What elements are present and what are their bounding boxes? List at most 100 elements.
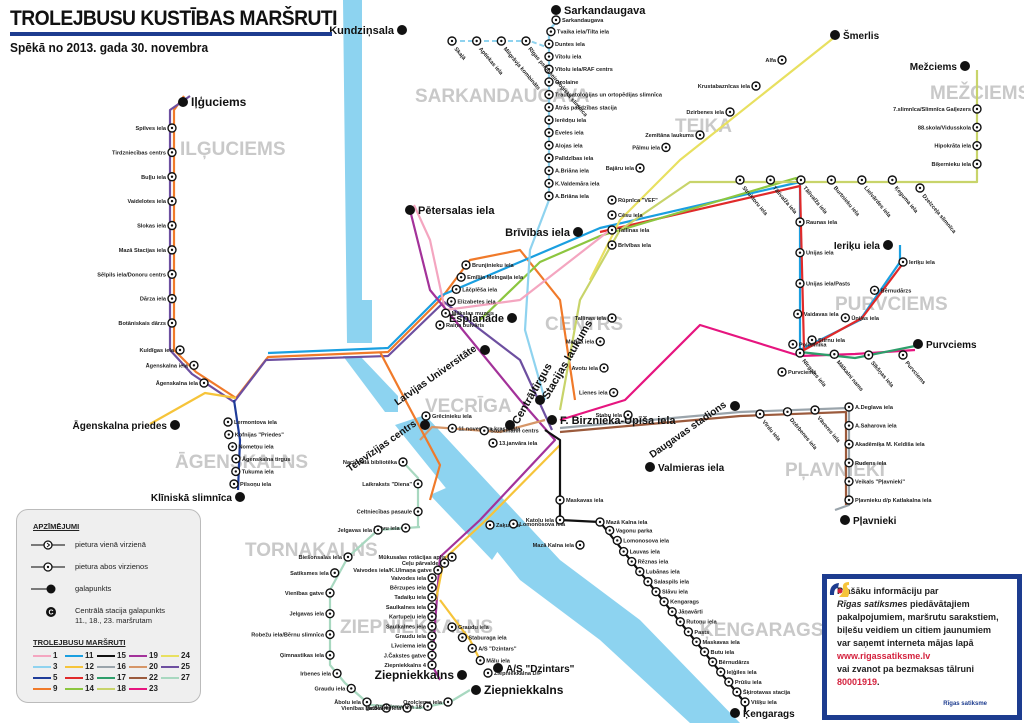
stop-label: Slāvu iela	[662, 590, 689, 596]
stop-dot-icon	[754, 84, 758, 88]
stop-label: Tadaiķu iela	[394, 595, 426, 601]
stop-biblioteka: Nacionālā bibliotēka	[343, 457, 408, 467]
stop-label: Sarkandaugava	[562, 18, 604, 24]
stop-label: Jelgavas iela	[337, 528, 372, 534]
stop-kengarags: Pasts	[683, 627, 709, 637]
stop-ilguciems: Sēlpils iela/Donoru centrs	[97, 269, 177, 279]
stop-label: A.Saharova iela	[855, 424, 898, 430]
stop-label: Saulkalnes iela	[386, 605, 427, 611]
phone-number[interactable]: 80001919	[837, 677, 878, 687]
stop-ziepniekkalns: Vaivodes iela	[391, 573, 437, 583]
terminal-label: Ieriķu iela	[834, 241, 881, 252]
stop-dot-icon	[438, 323, 442, 327]
stop-dot-icon	[813, 408, 817, 412]
stop-dot-icon	[170, 199, 174, 203]
stop-plavnieki: A.Saharova iela	[844, 420, 898, 431]
stop-ilguciems: Buļļu iela	[141, 172, 177, 182]
route-legend-1: 1	[33, 650, 65, 661]
route-color-swatch	[129, 676, 147, 679]
terminus-icon	[840, 515, 850, 525]
stop-label: Vaidavas iela	[804, 312, 840, 318]
route-legend-11: 11	[65, 650, 97, 661]
stop-label: Pilsoņu iela	[240, 482, 272, 488]
route-number: 18	[117, 684, 126, 693]
info-line: Rīgas satiksmes piedāvātajiem	[837, 598, 1017, 611]
stop-dot-icon	[385, 706, 388, 710]
stop-label: Biešonsalas iela	[298, 555, 342, 561]
route-color-swatch	[33, 654, 51, 657]
route-color-swatch	[129, 687, 147, 690]
stop-label: Mākslas muzejs	[452, 311, 494, 317]
stop-sarkandaugava: Tvaika iela/Tilta iela	[546, 26, 610, 37]
route-color-swatch	[161, 665, 179, 668]
route-legend-12: 12	[65, 661, 97, 672]
route-color-swatch	[97, 654, 115, 657]
stop-ziepniekkalns: Graudu iela	[395, 631, 437, 641]
stop-dot-icon	[365, 700, 369, 704]
district-label: ILĢUCIEMS	[180, 139, 286, 160]
stop-label: 88.skola/Vidusskola	[918, 125, 972, 131]
stop-agenskalns_n: Āgenskalna iela	[156, 378, 209, 388]
stop-dot-icon	[461, 636, 464, 639]
stop-maskavas: Zaķusala	[485, 520, 521, 530]
terminal: Kundziņsala	[329, 25, 407, 37]
stop-smerlis: Alfa	[765, 55, 787, 65]
terminus-icon	[547, 415, 557, 425]
terminal: Šmerlis	[830, 29, 880, 42]
terminus-icon	[405, 205, 415, 215]
stop-dot-icon	[170, 224, 174, 227]
stop-label: Tālivalža iela	[801, 185, 828, 216]
stop-dot-icon	[626, 413, 630, 417]
stop-label: Akadēmiķa M. Keldiša iela	[855, 442, 926, 448]
stop-dot-icon	[231, 445, 234, 448]
stop-label: Rutoņu iela	[686, 620, 717, 626]
stop-kengarags: Slāvu iela	[651, 586, 689, 597]
website-link[interactable]: www.rigassatiksme.lv	[837, 651, 931, 661]
stop-dot-icon	[547, 106, 551, 109]
stop-dot-icon	[901, 353, 905, 357]
stop-dot-icon	[810, 338, 814, 342]
stop-label: Satiksmes iela	[290, 571, 329, 577]
route-number: 3	[53, 662, 58, 671]
stop-kengarags: Rēznas iela	[627, 556, 669, 567]
stop-label: Lomonosova iela	[623, 538, 670, 544]
one-way-stop-icon	[29, 540, 67, 550]
stop-petersalas: Lāčplēša iela	[451, 284, 498, 294]
terminus-icon	[573, 227, 583, 237]
route-line-25	[168, 95, 554, 431]
stop-label: Kuldīgas iela	[139, 348, 174, 354]
stop-kengarags: Višķu iela	[740, 697, 778, 707]
stop-label: Ceļu pārvalde	[402, 561, 439, 567]
stop-dot-icon	[664, 146, 668, 149]
info-line: biļešu veidiem un citiem jaunumiem	[837, 625, 992, 635]
stop-label: Purvciems	[903, 360, 926, 386]
terminal-label: Purvciems	[926, 340, 977, 351]
stop-label: Stockmann centrs	[490, 429, 539, 435]
stop-label: Duntes iela	[555, 42, 586, 48]
stop-tornakalns: Jelgavas iela	[289, 608, 335, 619]
stop-label: Kengarags	[670, 600, 699, 606]
stop-dot-icon	[376, 528, 380, 532]
stop-dot-icon	[662, 600, 666, 603]
stop-label: Sīkšņas iela	[869, 360, 895, 389]
stop-dot-icon	[416, 510, 420, 513]
stop-teika: Zemītāna laukums	[645, 130, 705, 140]
terminus-icon	[170, 420, 180, 430]
stop-dot-icon	[547, 182, 551, 185]
stop-vecriga: 13.janvāra iela	[488, 438, 538, 448]
stop-dot-icon	[769, 178, 772, 182]
stop-dot-icon	[873, 289, 876, 292]
stop-dzintars: Ziepniekkalna D/P	[483, 668, 542, 678]
stop-label: Staburaga iela	[468, 635, 507, 641]
stop-dot-icon	[170, 175, 174, 178]
legend-label: pietura abos virzienos	[75, 562, 148, 571]
stop-teika: Bajāru iela	[606, 163, 645, 173]
routes-legend-title: TROLEJBUSU MARŠRUTI	[33, 638, 126, 647]
stop-unijas: Purvciems	[777, 367, 816, 377]
stop-dot-icon	[622, 550, 625, 553]
stop-agenskalns_n: Āgenskalna iela	[146, 360, 199, 371]
route-color-swatch	[129, 654, 147, 657]
central-station-letter: C	[48, 610, 53, 617]
terminal: Iļģuciems	[178, 95, 247, 109]
